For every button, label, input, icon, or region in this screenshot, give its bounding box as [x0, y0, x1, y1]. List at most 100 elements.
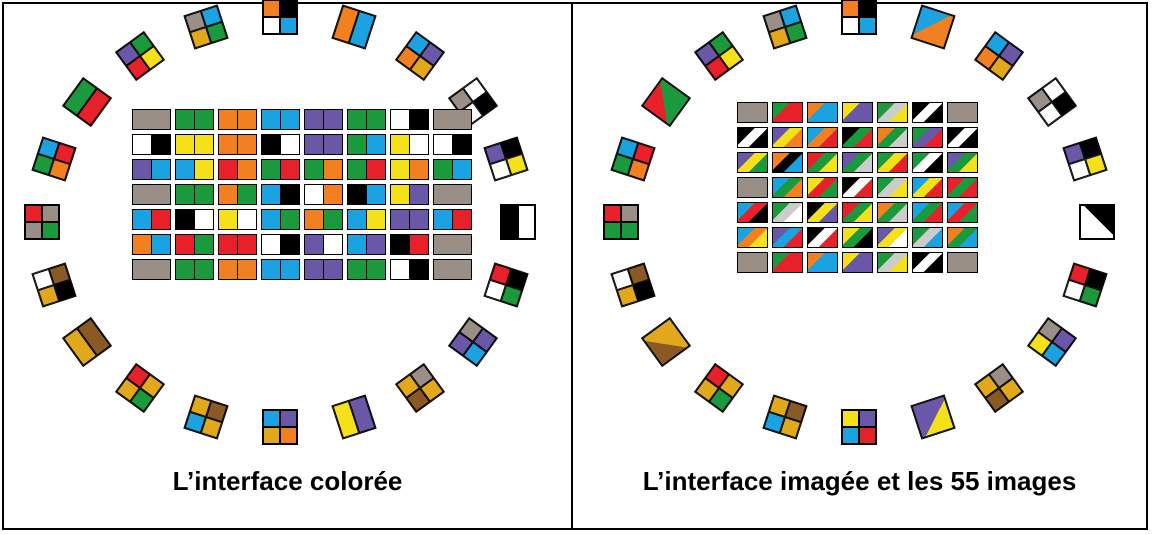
image-grid-cell[interactable] — [842, 177, 873, 198]
color-grid-cell[interactable] — [390, 259, 429, 280]
image-grid-cell[interactable] — [737, 227, 768, 248]
color-grid-cell[interactable] — [347, 134, 386, 155]
image-choice-tile[interactable] — [974, 363, 1024, 413]
color-grid-cell[interactable] — [347, 184, 386, 205]
image-grid-cell[interactable] — [737, 252, 768, 273]
color-grid-cell[interactable] — [132, 234, 171, 255]
image-grid-cell[interactable] — [842, 152, 873, 173]
color-grid-cell[interactable] — [218, 209, 257, 230]
image-choice-tile[interactable] — [694, 31, 744, 81]
color-choice-tile[interactable] — [484, 136, 529, 181]
image-grid-cell[interactable] — [877, 252, 908, 273]
image-grid-cell[interactable] — [842, 202, 873, 223]
image-grid-cell[interactable] — [877, 102, 908, 123]
color-grid-cell[interactable] — [390, 134, 429, 155]
color-grid-cell[interactable] — [347, 159, 386, 180]
color-grid-cell[interactable] — [132, 159, 171, 180]
image-grid-cell[interactable] — [772, 227, 803, 248]
color-grid-cell[interactable] — [304, 184, 343, 205]
image-grid-cell[interactable] — [737, 177, 768, 198]
image-grid-cell[interactable] — [912, 152, 943, 173]
image-grid-cell[interactable] — [877, 227, 908, 248]
image-grid-cell[interactable] — [947, 127, 978, 148]
color-grid-cell[interactable] — [433, 134, 472, 155]
image-grid-cell[interactable] — [772, 102, 803, 123]
color-grid-cell[interactable] — [304, 159, 343, 180]
color-grid-cell[interactable] — [261, 109, 300, 130]
color-choice-tile[interactable] — [31, 263, 76, 308]
color-choice-tile[interactable] — [24, 204, 60, 240]
image-grid-cell[interactable] — [912, 202, 943, 223]
image-grid-cell[interactable] — [877, 177, 908, 198]
color-grid-cell[interactable] — [218, 234, 257, 255]
color-grid-cell[interactable] — [175, 259, 214, 280]
color-choice-tile[interactable] — [262, 409, 298, 445]
image-choice-tile[interactable] — [610, 136, 655, 181]
image-choice-tile[interactable] — [910, 394, 955, 439]
image-grid-cell[interactable] — [947, 102, 978, 123]
color-grid-cell[interactable] — [390, 209, 429, 230]
color-grid-cell[interactable] — [175, 134, 214, 155]
color-grid-cell[interactable] — [433, 109, 472, 130]
image-choice-tile[interactable] — [841, 0, 877, 35]
image-grid-cell[interactable] — [842, 227, 873, 248]
color-grid-cell[interactable] — [304, 209, 343, 230]
image-grid-cell[interactable] — [807, 227, 838, 248]
image-grid-cell[interactable] — [947, 252, 978, 273]
color-grid-cell[interactable] — [218, 159, 257, 180]
image-grid-cell[interactable] — [807, 127, 838, 148]
color-grid-cell[interactable] — [304, 134, 343, 155]
image-grid-cell[interactable] — [912, 252, 943, 273]
image-grid-cell[interactable] — [772, 127, 803, 148]
color-grid-cell[interactable] — [218, 259, 257, 280]
image-grid-cell[interactable] — [737, 102, 768, 123]
color-grid-cell[interactable] — [261, 184, 300, 205]
color-grid-cell[interactable] — [261, 159, 300, 180]
image-choice-tile[interactable] — [841, 409, 877, 445]
image-grid-cell[interactable] — [877, 127, 908, 148]
color-grid-cell[interactable] — [347, 234, 386, 255]
image-choice-tile[interactable] — [610, 263, 655, 308]
image-choice-tile[interactable] — [1026, 76, 1076, 126]
image-grid-cell[interactable] — [877, 152, 908, 173]
image-grid-cell[interactable] — [807, 177, 838, 198]
color-grid-cell[interactable] — [132, 109, 171, 130]
color-grid-cell[interactable] — [261, 134, 300, 155]
image-grid-cell[interactable] — [912, 102, 943, 123]
color-grid-cell[interactable] — [218, 184, 257, 205]
image-choice-tile[interactable] — [603, 204, 639, 240]
color-grid-cell[interactable] — [390, 184, 429, 205]
color-grid-cell[interactable] — [175, 184, 214, 205]
color-choice-tile[interactable] — [115, 31, 165, 81]
color-grid-cell[interactable] — [132, 184, 171, 205]
image-choice-tile[interactable] — [1063, 136, 1108, 181]
image-choice-tile[interactable] — [694, 363, 744, 413]
color-choice-tile[interactable] — [447, 317, 497, 367]
image-grid-cell[interactable] — [947, 227, 978, 248]
color-grid-cell[interactable] — [175, 109, 214, 130]
color-grid-cell[interactable] — [390, 109, 429, 130]
color-grid-cell[interactable] — [218, 134, 257, 155]
image-grid-cell[interactable] — [842, 127, 873, 148]
image-grid-cell[interactable] — [772, 152, 803, 173]
color-choice-tile[interactable] — [184, 394, 229, 439]
image-choice-tile[interactable] — [1063, 263, 1108, 308]
image-grid-cell[interactable] — [807, 202, 838, 223]
color-choice-tile[interactable] — [31, 136, 76, 181]
image-choice-tile[interactable] — [910, 4, 955, 49]
color-grid-cell[interactable] — [175, 159, 214, 180]
color-choice-tile[interactable] — [62, 317, 112, 367]
color-grid-cell[interactable] — [261, 259, 300, 280]
image-grid-cell[interactable] — [737, 202, 768, 223]
image-grid-cell[interactable] — [877, 202, 908, 223]
image-choice-tile[interactable] — [763, 4, 808, 49]
color-grid-cell[interactable] — [175, 234, 214, 255]
image-choice-tile[interactable] — [1079, 204, 1115, 240]
color-choice-tile[interactable] — [331, 394, 376, 439]
image-grid-cell[interactable] — [912, 227, 943, 248]
color-grid-cell[interactable] — [390, 234, 429, 255]
image-grid-cell[interactable] — [772, 202, 803, 223]
image-grid-cell[interactable] — [912, 177, 943, 198]
color-grid-cell[interactable] — [261, 209, 300, 230]
color-grid-cell[interactable] — [347, 209, 386, 230]
